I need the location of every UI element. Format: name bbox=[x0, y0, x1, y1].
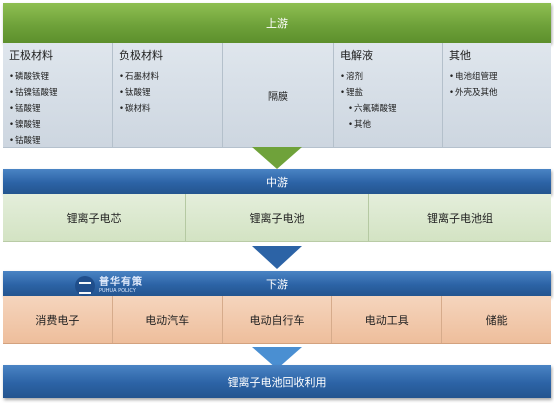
downstream-item: 电动工具 bbox=[332, 296, 443, 343]
down-arrow-green bbox=[252, 147, 302, 169]
puhua-logo: 普华有策 PUHUA POLICY bbox=[75, 273, 143, 299]
down-arrow-blue bbox=[252, 246, 302, 269]
electrolyte-heading: 电解液 bbox=[340, 49, 373, 62]
midstream-row: 锂离子电芯 锂离子电池 锂离子电池组 bbox=[3, 194, 551, 242]
recycling-band: 锂离子电池回收利用 bbox=[3, 365, 551, 398]
down-arrow-light-blue bbox=[252, 347, 302, 369]
anode-heading: 负极材料 bbox=[119, 49, 163, 62]
list-item: 钴酸锂 bbox=[9, 133, 112, 149]
other-heading: 其他 bbox=[449, 49, 471, 62]
logo-name-en: PUHUA POLICY bbox=[99, 288, 136, 294]
upstream-row: 正极材料 磷酸铁锂 钴镍锰酸锂 锰酸锂 镍酸锂 钴酸锂 负极材料 石墨材料 钛酸… bbox=[3, 43, 551, 148]
upstream-header: 上游 bbox=[3, 3, 551, 43]
midstream-item: 锂离子电芯 bbox=[3, 194, 186, 241]
list-item: 碳材料 bbox=[119, 101, 222, 117]
logo-name-cn: 普华有策 bbox=[99, 277, 143, 288]
list-item: 锰酸锂 bbox=[9, 101, 112, 117]
separator-column: 隔膜 bbox=[223, 43, 334, 147]
logo-icon bbox=[75, 276, 95, 296]
separator-label: 隔膜 bbox=[268, 91, 288, 103]
list-item: 磷酸铁锂 bbox=[9, 69, 112, 85]
upstream-title: 上游 bbox=[266, 17, 288, 30]
downstream-row: 消费电子 电动汽车 电动自行车 电动工具 储能 bbox=[3, 296, 551, 344]
recycling-title: 锂离子电池回收利用 bbox=[227, 375, 327, 389]
list-item: 镍酸锂 bbox=[9, 117, 112, 133]
list-item: 溶剂 bbox=[340, 69, 442, 85]
midstream-header: 中游 bbox=[3, 169, 551, 194]
list-item: 钴镍锰酸锂 bbox=[9, 85, 112, 101]
downstream-item: 电动汽车 bbox=[113, 296, 223, 343]
downstream-item: 消费电子 bbox=[3, 296, 113, 343]
midstream-title: 中游 bbox=[266, 175, 288, 189]
anode-column: 负极材料 石墨材料 钛酸锂 碳材料 bbox=[113, 43, 223, 147]
list-item: 石墨材料 bbox=[119, 69, 222, 85]
electrolyte-column: 电解液 溶剂 锂盐 六氟磷酸锂 其他 bbox=[334, 43, 443, 147]
list-item: 外壳及其他 bbox=[449, 85, 551, 101]
midstream-item: 锂离子电池 bbox=[186, 194, 369, 241]
downstream-item: 电动自行车 bbox=[223, 296, 333, 343]
downstream-item: 储能 bbox=[485, 313, 508, 327]
list-item: 锂盐 bbox=[340, 85, 442, 101]
downstream-title: 下游 bbox=[266, 277, 288, 291]
list-subitem: 六氟磷酸锂 bbox=[340, 101, 442, 117]
cathode-column: 正极材料 磷酸铁锂 钴镍锰酸锂 锰酸锂 镍酸锂 钴酸锂 bbox=[3, 43, 113, 147]
cathode-heading: 正极材料 bbox=[9, 49, 53, 62]
list-item: 电池组管理 bbox=[449, 69, 551, 85]
midstream-item: 锂离子电池组 bbox=[427, 211, 493, 225]
list-subitem: 其他 bbox=[340, 117, 442, 133]
list-item: 钛酸锂 bbox=[119, 85, 222, 101]
other-column: 其他 电池组管理 外壳及其他 bbox=[443, 43, 551, 147]
